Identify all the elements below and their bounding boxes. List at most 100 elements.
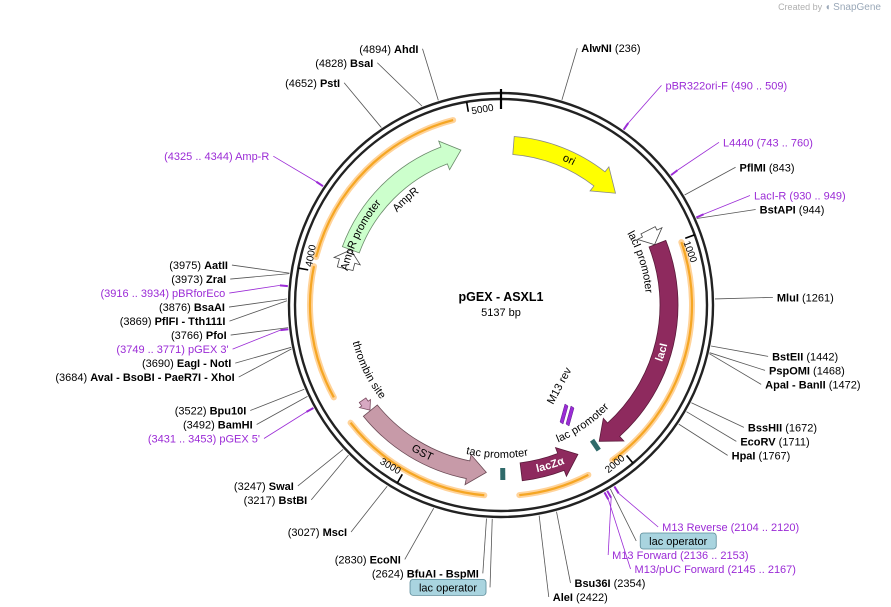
- feature-label-ori: ori: [561, 152, 577, 168]
- enzyme-site-label[interactable]: (3217) BstBI: [244, 495, 308, 507]
- enzyme-site-label[interactable]: (3975) AatII: [169, 260, 228, 272]
- lac-operator-badge[interactable]: lac operator: [409, 579, 487, 596]
- enzyme-site-label[interactable]: AlwNI (236): [581, 43, 640, 55]
- enzyme-site-label[interactable]: (3766) PfoI: [171, 330, 227, 342]
- feature-label-thrombin-site: thrombin site: [350, 340, 388, 401]
- feature-ampr[interactable]: [341, 140, 462, 254]
- primer-label[interactable]: LacI-R (930 .. 949): [754, 190, 846, 202]
- feature-lacza[interactable]: [519, 447, 579, 482]
- primer-site-mark: [280, 328, 289, 332]
- enzyme-site-label[interactable]: (3973) ZraI: [171, 274, 226, 286]
- enzyme-site-label[interactable]: (4652) PstI: [285, 78, 340, 90]
- snapgene-logo-icon: ◖: [824, 2, 831, 13]
- label-leader-layer: [228, 47, 773, 598]
- primer-label[interactable]: M13 Reverse (2104 .. 2120): [662, 522, 799, 534]
- enzyme-name: Bpu10I: [210, 405, 247, 417]
- enzyme-leader-line: [482, 518, 487, 574]
- enzyme-site-label[interactable]: Bsu36I (2354): [575, 578, 646, 590]
- enzyme-leader-line: [231, 264, 290, 274]
- orf-2: [519, 473, 589, 497]
- enzyme-site-label[interactable]: BssHII (1672): [748, 422, 817, 434]
- enzyme-site-label[interactable]: EcoRV (1711): [740, 436, 809, 448]
- primer-label[interactable]: L4440 (743 .. 760): [723, 137, 813, 149]
- feature-lac-promoter[interactable]: [589, 438, 601, 452]
- enzyme-leader-line: [684, 166, 736, 196]
- enzyme-site-label[interactable]: (3027) MscI: [288, 527, 347, 539]
- m13-rev-arrow-icon: [559, 403, 575, 427]
- primer-label[interactable]: (3431 .. 3453) pGEX 5': [148, 433, 260, 445]
- feature-laci-promoter[interactable]: [636, 226, 663, 246]
- enzyme-site-label[interactable]: (3876) BsaAI: [159, 302, 225, 314]
- scale-tick: [625, 454, 634, 464]
- enzyme-site-label[interactable]: (4828) BsaI: [315, 58, 373, 70]
- enzyme-site-label[interactable]: MluI (1261): [777, 292, 834, 304]
- enzyme-leader-line: [686, 411, 737, 442]
- enzyme-site-label[interactable]: HpaI (1767): [732, 450, 791, 462]
- primer-leader-line: [618, 492, 659, 528]
- primer-label[interactable]: (4325 .. 4344) Amp-R: [164, 151, 269, 163]
- enzyme-position: (3869): [120, 316, 155, 328]
- enzyme-site-label[interactable]: (3684) AvaI - BsoBI - PaeR7I - XhoI: [55, 372, 234, 384]
- enzyme-site-label[interactable]: ApaI - BanII (1472): [765, 379, 860, 391]
- lac-operator-badge[interactable]: lac operator: [639, 532, 717, 550]
- feature-ori[interactable]: [512, 136, 617, 194]
- enzyme-site-label[interactable]: (4894) AhdI: [359, 44, 418, 56]
- enzyme-name: BstEII: [772, 351, 803, 363]
- primer-label[interactable]: (3916 .. 3934) pBRforEco: [101, 288, 226, 300]
- enzyme-site-label[interactable]: PspOMI (1468): [769, 365, 845, 377]
- enzyme-name: BsaAI: [194, 302, 225, 314]
- enzyme-leader-line: [709, 352, 766, 371]
- enzyme-leader-line: [561, 47, 578, 100]
- primer-site-mark: [603, 491, 610, 500]
- enzyme-name: HpaI: [732, 450, 756, 462]
- enzyme-site-label[interactable]: AleI (2422): [553, 592, 608, 604]
- scale-tick: [685, 234, 695, 239]
- enzyme-site-label[interactable]: (3522) Bpu10I: [175, 405, 247, 417]
- enzyme-position: (843): [766, 162, 795, 174]
- feature-laci[interactable]: [598, 239, 679, 442]
- primer-label[interactable]: M13/pUC Forward (2145 .. 2167): [635, 564, 796, 576]
- primer-leader-line: [273, 155, 317, 183]
- enzyme-site-label[interactable]: BstAPI (944): [760, 204, 825, 216]
- primer-leader-line: [229, 285, 280, 294]
- enzyme-leader-line: [235, 346, 292, 364]
- orf-4: [308, 265, 335, 398]
- enzyme-leader-line: [250, 388, 305, 411]
- primer-leader-line: [677, 142, 720, 171]
- primer-label[interactable]: pBR322ori-F (490 .. 509): [665, 80, 787, 92]
- enzyme-site-label[interactable]: (3690) EagI - NotI: [142, 358, 231, 370]
- enzyme-leader-line: [238, 348, 292, 378]
- primer-site-mark: [613, 485, 620, 494]
- feature-ampr-promoter[interactable]: [332, 249, 362, 271]
- enzyme-site-label[interactable]: (3869) PflFI - Tth111I: [120, 316, 226, 328]
- enzyme-position: (1472): [826, 379, 861, 391]
- plasmid-name: pGEX - ASXL1: [459, 290, 544, 304]
- enzyme-name: BamHI: [218, 419, 253, 431]
- enzyme-leader-line: [350, 485, 388, 533]
- feature-layer: [279, 122, 705, 500]
- enzyme-name: BstBI: [279, 495, 308, 507]
- enzyme-position: (3027): [288, 527, 323, 539]
- enzyme-name: EagI - NotI: [177, 358, 231, 370]
- scale-tick-label: 4000: [304, 244, 319, 268]
- enzyme-leader-line: [538, 515, 550, 598]
- primer-site-mark: [606, 490, 613, 499]
- enzyme-position: (4652): [285, 78, 320, 90]
- feature-gst[interactable]: [362, 404, 487, 486]
- watermark-prefix: Created by: [778, 2, 823, 12]
- enzyme-site-label[interactable]: PflMI (843): [740, 162, 795, 174]
- enzyme-position: (4828): [315, 58, 350, 70]
- enzyme-leader-line: [228, 298, 288, 308]
- primer-leader-line: [703, 195, 751, 215]
- enzyme-site-label[interactable]: (3492) BamHI: [183, 419, 253, 431]
- primer-label[interactable]: (3749 .. 3771) pGEX 3': [116, 344, 228, 356]
- feature-thrombin-site[interactable]: [358, 397, 371, 411]
- enzyme-site-label[interactable]: BstEII (1442): [772, 351, 838, 363]
- primer-leader-line: [627, 85, 662, 124]
- enzyme-site-label[interactable]: (2624) BfuAI - BspMI: [372, 568, 479, 580]
- enzyme-name: BstAPI: [760, 204, 796, 216]
- primer-leader-line: [232, 329, 281, 350]
- enzyme-site-label[interactable]: (2830) EcoNI: [335, 554, 401, 566]
- enzyme-site-label[interactable]: (3247) SwaI: [234, 481, 294, 493]
- primer-label[interactable]: M13 Forward (2136 .. 2153): [612, 550, 748, 562]
